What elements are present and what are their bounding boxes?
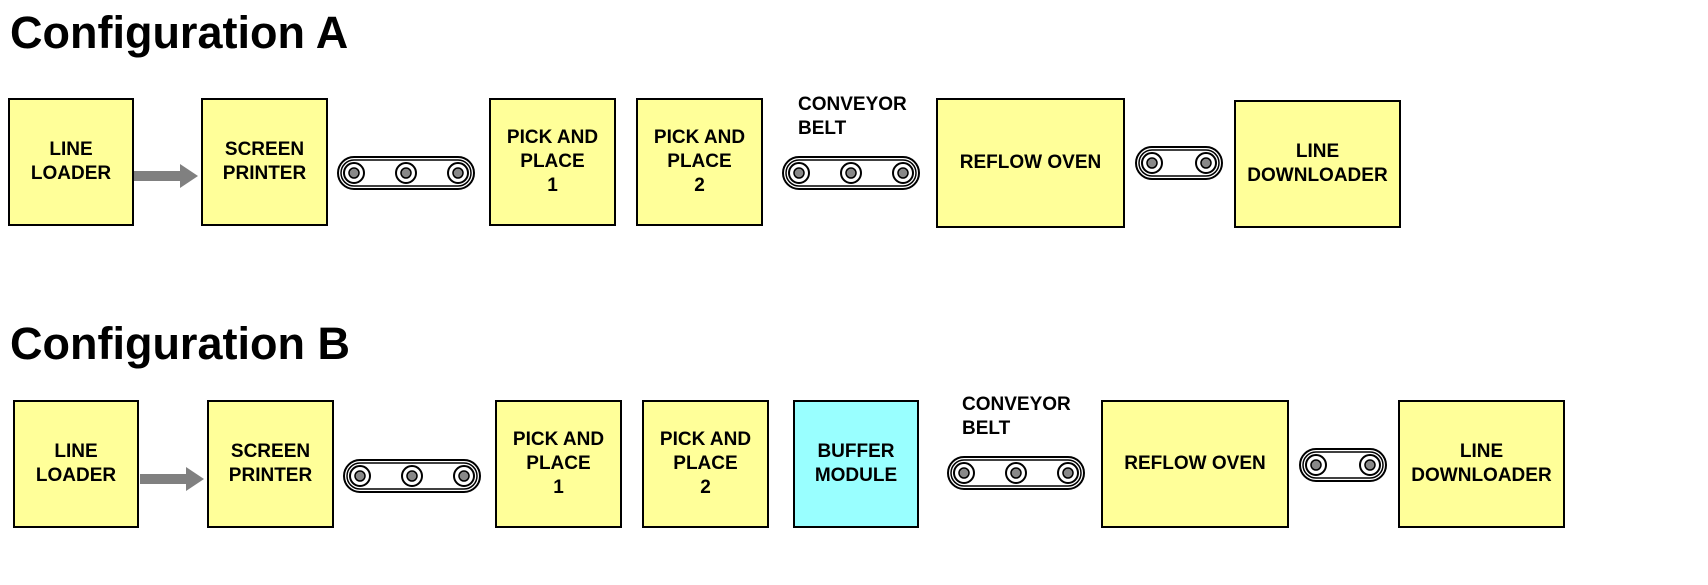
conveyor-belt-icon-a1 bbox=[337, 156, 475, 190]
config-a-title: Configuration A bbox=[10, 7, 349, 58]
pick-and-place-2-label-a: PICK AND PLACE 2 bbox=[653, 127, 746, 196]
line-downloader-box-a: LINE DOWNLOADER bbox=[1234, 100, 1401, 228]
line-loader-box-a: LINE LOADER bbox=[8, 98, 134, 226]
config-b-title: Configuration B bbox=[10, 318, 350, 369]
pick-and-place-1-label-b: PICK AND PLACE 1 bbox=[512, 429, 605, 498]
conveyor-belt-label-a: CONVEYOR BELT bbox=[798, 94, 907, 139]
reflow-oven-label-b: REFLOW OVEN bbox=[1124, 453, 1266, 475]
conveyor-belt-icon-a3 bbox=[1135, 146, 1223, 180]
line-loader-label-b: LINE LOADER bbox=[35, 441, 117, 486]
line-downloader-label-b: LINE DOWNLOADER bbox=[1411, 441, 1552, 486]
pick-and-place-1-box-b: PICK AND PLACE 1 bbox=[495, 400, 622, 528]
conveyor-belt-icon-b3 bbox=[1299, 448, 1387, 482]
conveyor-belt-icon-b1 bbox=[343, 459, 481, 493]
pick-and-place-2-label-b: PICK AND PLACE 2 bbox=[659, 429, 752, 498]
arrow-icon-a bbox=[134, 164, 198, 188]
conveyor-belt-icon-b2 bbox=[947, 456, 1085, 490]
screen-printer-box-b: SCREEN PRINTER bbox=[207, 400, 334, 528]
conveyor-belt-label-b: CONVEYOR BELT bbox=[962, 394, 1071, 439]
screen-printer-label-b: SCREEN PRINTER bbox=[228, 441, 313, 486]
line-loader-box-b: LINE LOADER bbox=[13, 400, 139, 528]
buffer-module-label-b: BUFFER MODULE bbox=[814, 441, 898, 486]
line-loader-label-a: LINE LOADER bbox=[30, 139, 112, 184]
reflow-oven-box-a: REFLOW OVEN bbox=[936, 98, 1125, 228]
screen-printer-label-a: SCREEN PRINTER bbox=[222, 139, 307, 184]
pick-and-place-2-box-b: PICK AND PLACE 2 bbox=[642, 400, 769, 528]
conveyor-belt-icon-a2 bbox=[782, 156, 920, 190]
pick-and-place-2-box-a: PICK AND PLACE 2 bbox=[636, 98, 763, 226]
buffer-module-box-b: BUFFER MODULE bbox=[793, 400, 919, 528]
reflow-oven-box-b: REFLOW OVEN bbox=[1101, 400, 1289, 528]
reflow-oven-label-a: REFLOW OVEN bbox=[959, 152, 1102, 174]
pick-and-place-1-box-a: PICK AND PLACE 1 bbox=[489, 98, 616, 226]
line-downloader-box-b: LINE DOWNLOADER bbox=[1398, 400, 1565, 528]
arrow-icon-b bbox=[140, 467, 204, 491]
screen-printer-box-a: SCREEN PRINTER bbox=[201, 98, 328, 226]
pick-and-place-1-label-a: PICK AND PLACE 1 bbox=[506, 127, 599, 196]
line-downloader-label-a: LINE DOWNLOADER bbox=[1247, 141, 1388, 186]
